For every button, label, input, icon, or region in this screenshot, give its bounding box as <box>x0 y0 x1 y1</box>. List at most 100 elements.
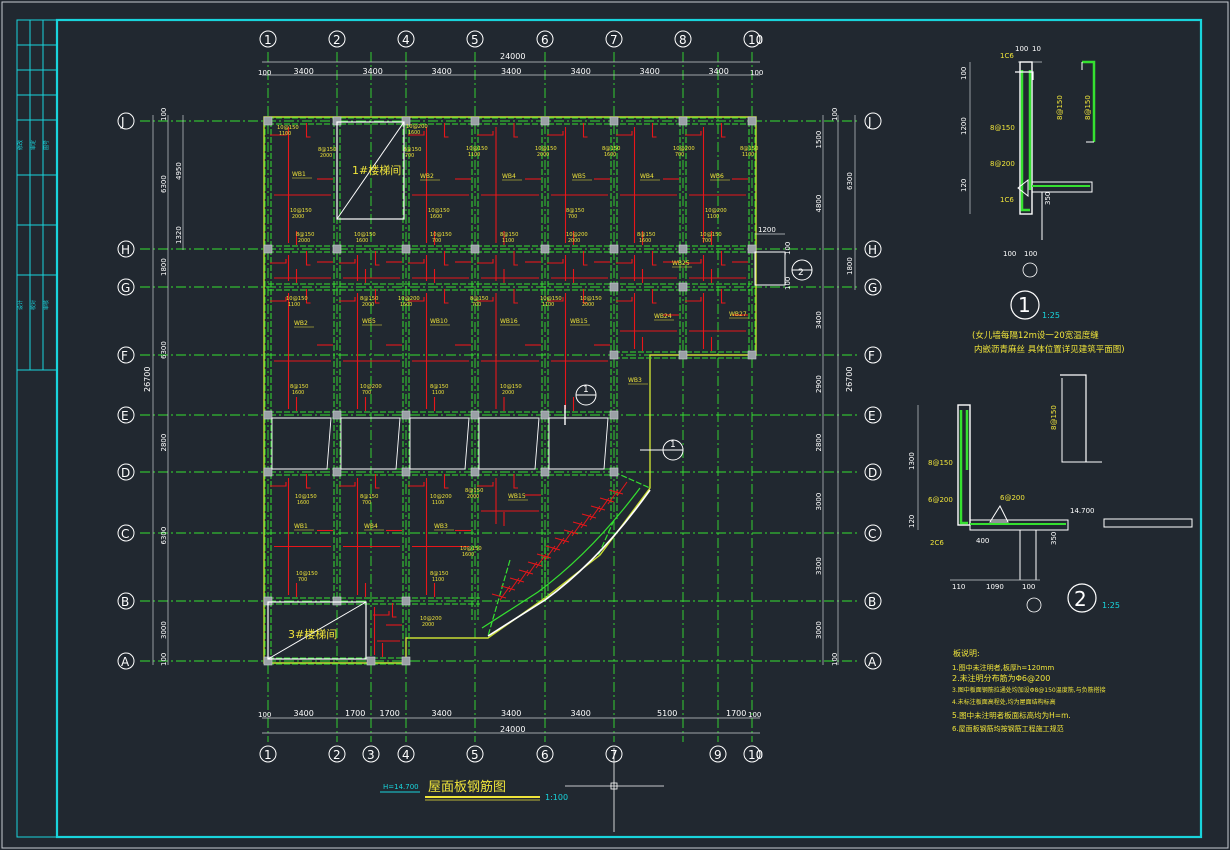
slab-label: WB27 <box>729 311 747 318</box>
detail-1-dim-bottom: 100 <box>1003 250 1016 258</box>
note-item: 2.未注明分布筋为Φ6@200 <box>952 673 1050 683</box>
rebar-top <box>720 123 726 138</box>
rebar-spec-label: 8@150 <box>360 494 378 500</box>
dim-span-top: 3400 <box>571 67 591 76</box>
axis-bubble-left <box>117 112 135 130</box>
rebar-length-label: 1100 <box>502 238 514 244</box>
dim-span-bottom: 3400 <box>294 709 314 718</box>
column <box>678 350 688 360</box>
crosshair-cursor <box>565 748 664 832</box>
rebar-spec-label: 10@200 <box>705 208 727 214</box>
rebar-spec-label: 10@200 <box>566 232 588 238</box>
rebar-length-label: 1600 <box>297 500 309 506</box>
axis-bubble-bottom <box>328 745 346 763</box>
rebar-curve <box>500 585 516 591</box>
rebar-length-label: 1600 <box>604 152 616 158</box>
dim-span-right: 3400 <box>815 311 823 329</box>
dim-offset: 100 <box>160 653 168 666</box>
rebar-length-label: 1600 <box>462 552 474 558</box>
detail-1-bar: 8@150 <box>1084 95 1092 120</box>
rebar-top <box>339 259 356 264</box>
detail-2-scale: 1:25 <box>1102 601 1120 610</box>
section-marker-1b-num: 1 <box>670 440 676 450</box>
rebar-spec-label: 10@150 <box>354 232 376 238</box>
rebar-top <box>651 289 657 304</box>
slab-label: WB15 <box>570 318 588 325</box>
rebar-spec-label: 10@150 <box>295 494 317 500</box>
rebar-spec-label: 8@150 <box>602 146 620 152</box>
axis-label-left: C <box>121 527 129 541</box>
axis-bubble-left <box>117 652 135 670</box>
rebar-spec-label: 8@150 <box>360 296 378 302</box>
rebar-top <box>408 297 425 302</box>
rebar-spec-label: 8@150 <box>500 232 518 238</box>
dim-span-left: 3000 <box>160 621 168 639</box>
dim-span-top: 3400 <box>640 67 660 76</box>
detail-1-note-2: 内嵌沥青麻丝 具体位置详见建筑平面图) <box>974 344 1125 355</box>
column <box>609 350 619 360</box>
stair-1-label: 1#楼梯间 <box>352 163 401 177</box>
rebar-length-label: 700 <box>298 577 307 583</box>
axis-label-bottom: 5 <box>471 748 479 762</box>
axis-label-bottom: 6 <box>541 748 549 762</box>
dim-span-bottom: 1700 <box>726 709 746 718</box>
dim-span-left: 6300 <box>160 527 168 545</box>
title-block-labels: 修改 设计 校对 审核 审定 图号 <box>17 140 50 310</box>
axis-label-top: 1 <box>264 33 272 47</box>
notes-heading: 板说明: <box>953 648 980 658</box>
title-block-label: 校对 <box>30 300 37 310</box>
rebar-top <box>305 474 311 489</box>
axis-bubble-bottom <box>362 745 380 763</box>
axis-bubble-top <box>674 30 692 48</box>
axis-label-right: H <box>868 243 877 257</box>
axis-label-right: C <box>868 527 876 541</box>
dim-span-right: 1500 <box>815 131 823 149</box>
beam-line-radial <box>487 559 511 637</box>
axis-label-top: 10 <box>748 33 763 47</box>
axis-bubble-left <box>117 524 135 542</box>
axis-bubble-bottom <box>743 745 761 763</box>
rebar-top <box>720 251 726 266</box>
rebar-curve <box>518 569 534 575</box>
title-block-strip <box>16 19 58 838</box>
rebar-length-label: 2000 <box>320 153 332 159</box>
rebar-top <box>513 123 518 138</box>
axis-bubble-bottom <box>536 745 554 763</box>
rebar-spec-label: 10@150 <box>428 208 450 214</box>
column <box>470 467 480 477</box>
column <box>540 244 550 254</box>
column <box>747 116 757 126</box>
title-block-label: 审定 <box>30 140 37 150</box>
detail-2-dim-1090: 1090 <box>986 583 1004 591</box>
dim-total-top: 24000 <box>500 52 525 61</box>
rebar-length-label: 700 <box>568 214 577 220</box>
rebar-top <box>685 131 702 136</box>
rebar-top <box>391 603 397 618</box>
dim-offset: 100 <box>160 108 168 121</box>
rebar-top <box>720 289 726 304</box>
section-marker-1a-num: 1 <box>583 385 589 395</box>
title-level: H=14.700 <box>383 783 419 791</box>
axis-bubble-top <box>328 30 346 48</box>
axis-bubble-right <box>864 346 882 364</box>
rebar-curve <box>527 561 543 567</box>
column <box>609 282 619 292</box>
axis-bubble-right <box>864 406 882 424</box>
dim-inner-left: 1320 <box>175 226 183 244</box>
axis-bubble-left <box>117 592 135 610</box>
dim-total-right: 26700 <box>845 367 854 392</box>
rebar-curve <box>563 529 579 535</box>
dim-offset: 100 <box>784 277 792 290</box>
detail-1-note-1: (女儿墙每隔12m设一20宽温度缝 <box>972 330 1099 341</box>
rebar-spec-label: 10@200 <box>420 616 442 622</box>
rebar-curve <box>599 497 615 503</box>
rebar-length-label: 2000 <box>537 152 549 158</box>
column <box>263 467 273 477</box>
dim-total-bottom: 24000 <box>500 725 525 734</box>
axis-bubble-bottom <box>466 745 484 763</box>
rebar-length-label: 700 <box>675 152 684 158</box>
column <box>470 116 480 126</box>
building-outline <box>263 116 757 664</box>
rebar-top <box>616 259 633 264</box>
